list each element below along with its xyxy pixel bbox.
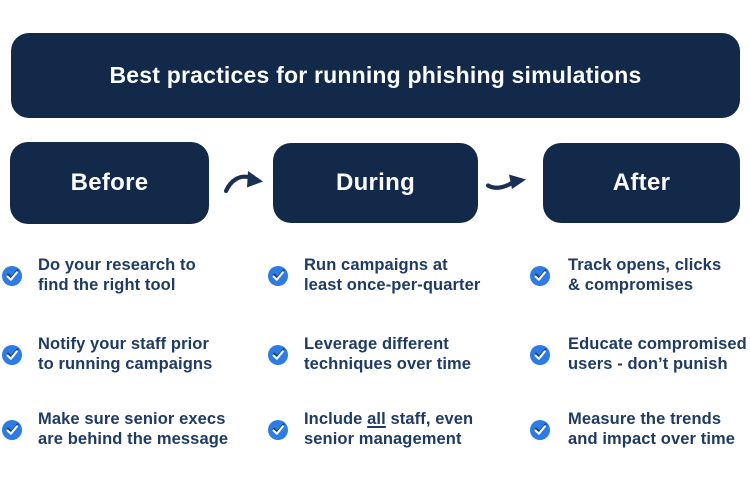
stage-box-during: During bbox=[273, 143, 478, 223]
check-icon bbox=[2, 265, 22, 286]
check-icon bbox=[530, 344, 550, 365]
check-icon bbox=[530, 419, 550, 440]
checklist-item-text: Make sure senior execs are behind the me… bbox=[38, 410, 229, 448]
checklist-item-text: Track opens, clicks & compromises bbox=[568, 256, 722, 294]
curved-arrow-icon bbox=[223, 169, 265, 200]
checklist-item: Make sure senior execs are behind the me… bbox=[2, 410, 228, 449]
checklist-item-text: Run campaigns at least once-per-quarter bbox=[304, 256, 481, 294]
stage-label-before: Before bbox=[70, 169, 149, 196]
check-icon bbox=[268, 419, 288, 440]
checklist-item-text: Educate compromised users - don’t punish bbox=[568, 335, 747, 373]
item-text-underlined: all bbox=[367, 410, 386, 428]
stage-label-after: After bbox=[612, 169, 671, 196]
check-icon bbox=[268, 265, 288, 286]
checklist-item: Include all staff, even senior managemen… bbox=[268, 410, 473, 449]
page-title: Best practices for running phishing simu… bbox=[109, 62, 642, 88]
checklist-item: Run campaigns at least once-per-quarter bbox=[268, 256, 480, 295]
check-icon bbox=[2, 344, 22, 365]
stage-box-after: After bbox=[543, 143, 740, 223]
curved-arrow-icon bbox=[485, 172, 527, 197]
item-text-suffix: staff, even senior management bbox=[304, 410, 474, 448]
header-banner: Best practices for running phishing simu… bbox=[11, 33, 740, 118]
check-icon bbox=[268, 344, 288, 365]
checklist-item-text: Include all staff, even senior managemen… bbox=[304, 410, 473, 449]
checklist-item-text: Do your research to find the right tool bbox=[38, 256, 196, 294]
checklist-item-text: Notify your staff prior to running campa… bbox=[38, 335, 213, 373]
checklist-item: Notify your staff prior to running campa… bbox=[2, 335, 212, 374]
checklist-item: Do your research to find the right tool bbox=[2, 256, 196, 295]
stage-label-during: During bbox=[335, 169, 416, 196]
check-icon bbox=[2, 419, 22, 440]
checklist-item: Educate compromised users - don’t punish bbox=[530, 335, 747, 374]
checklist-item-text: Leverage different techniques over time bbox=[304, 335, 472, 373]
checklist-item: Track opens, clicks & compromises bbox=[530, 256, 721, 295]
check-icon bbox=[530, 265, 550, 286]
checklist-item: Measure the trends and impact over time bbox=[530, 410, 735, 449]
checklist-item: Leverage different techniques over time bbox=[268, 335, 471, 374]
checklist-item-text: Measure the trends and impact over time bbox=[568, 410, 736, 448]
item-text-prefix: Include bbox=[304, 410, 368, 428]
stage-box-before: Before bbox=[10, 142, 209, 224]
